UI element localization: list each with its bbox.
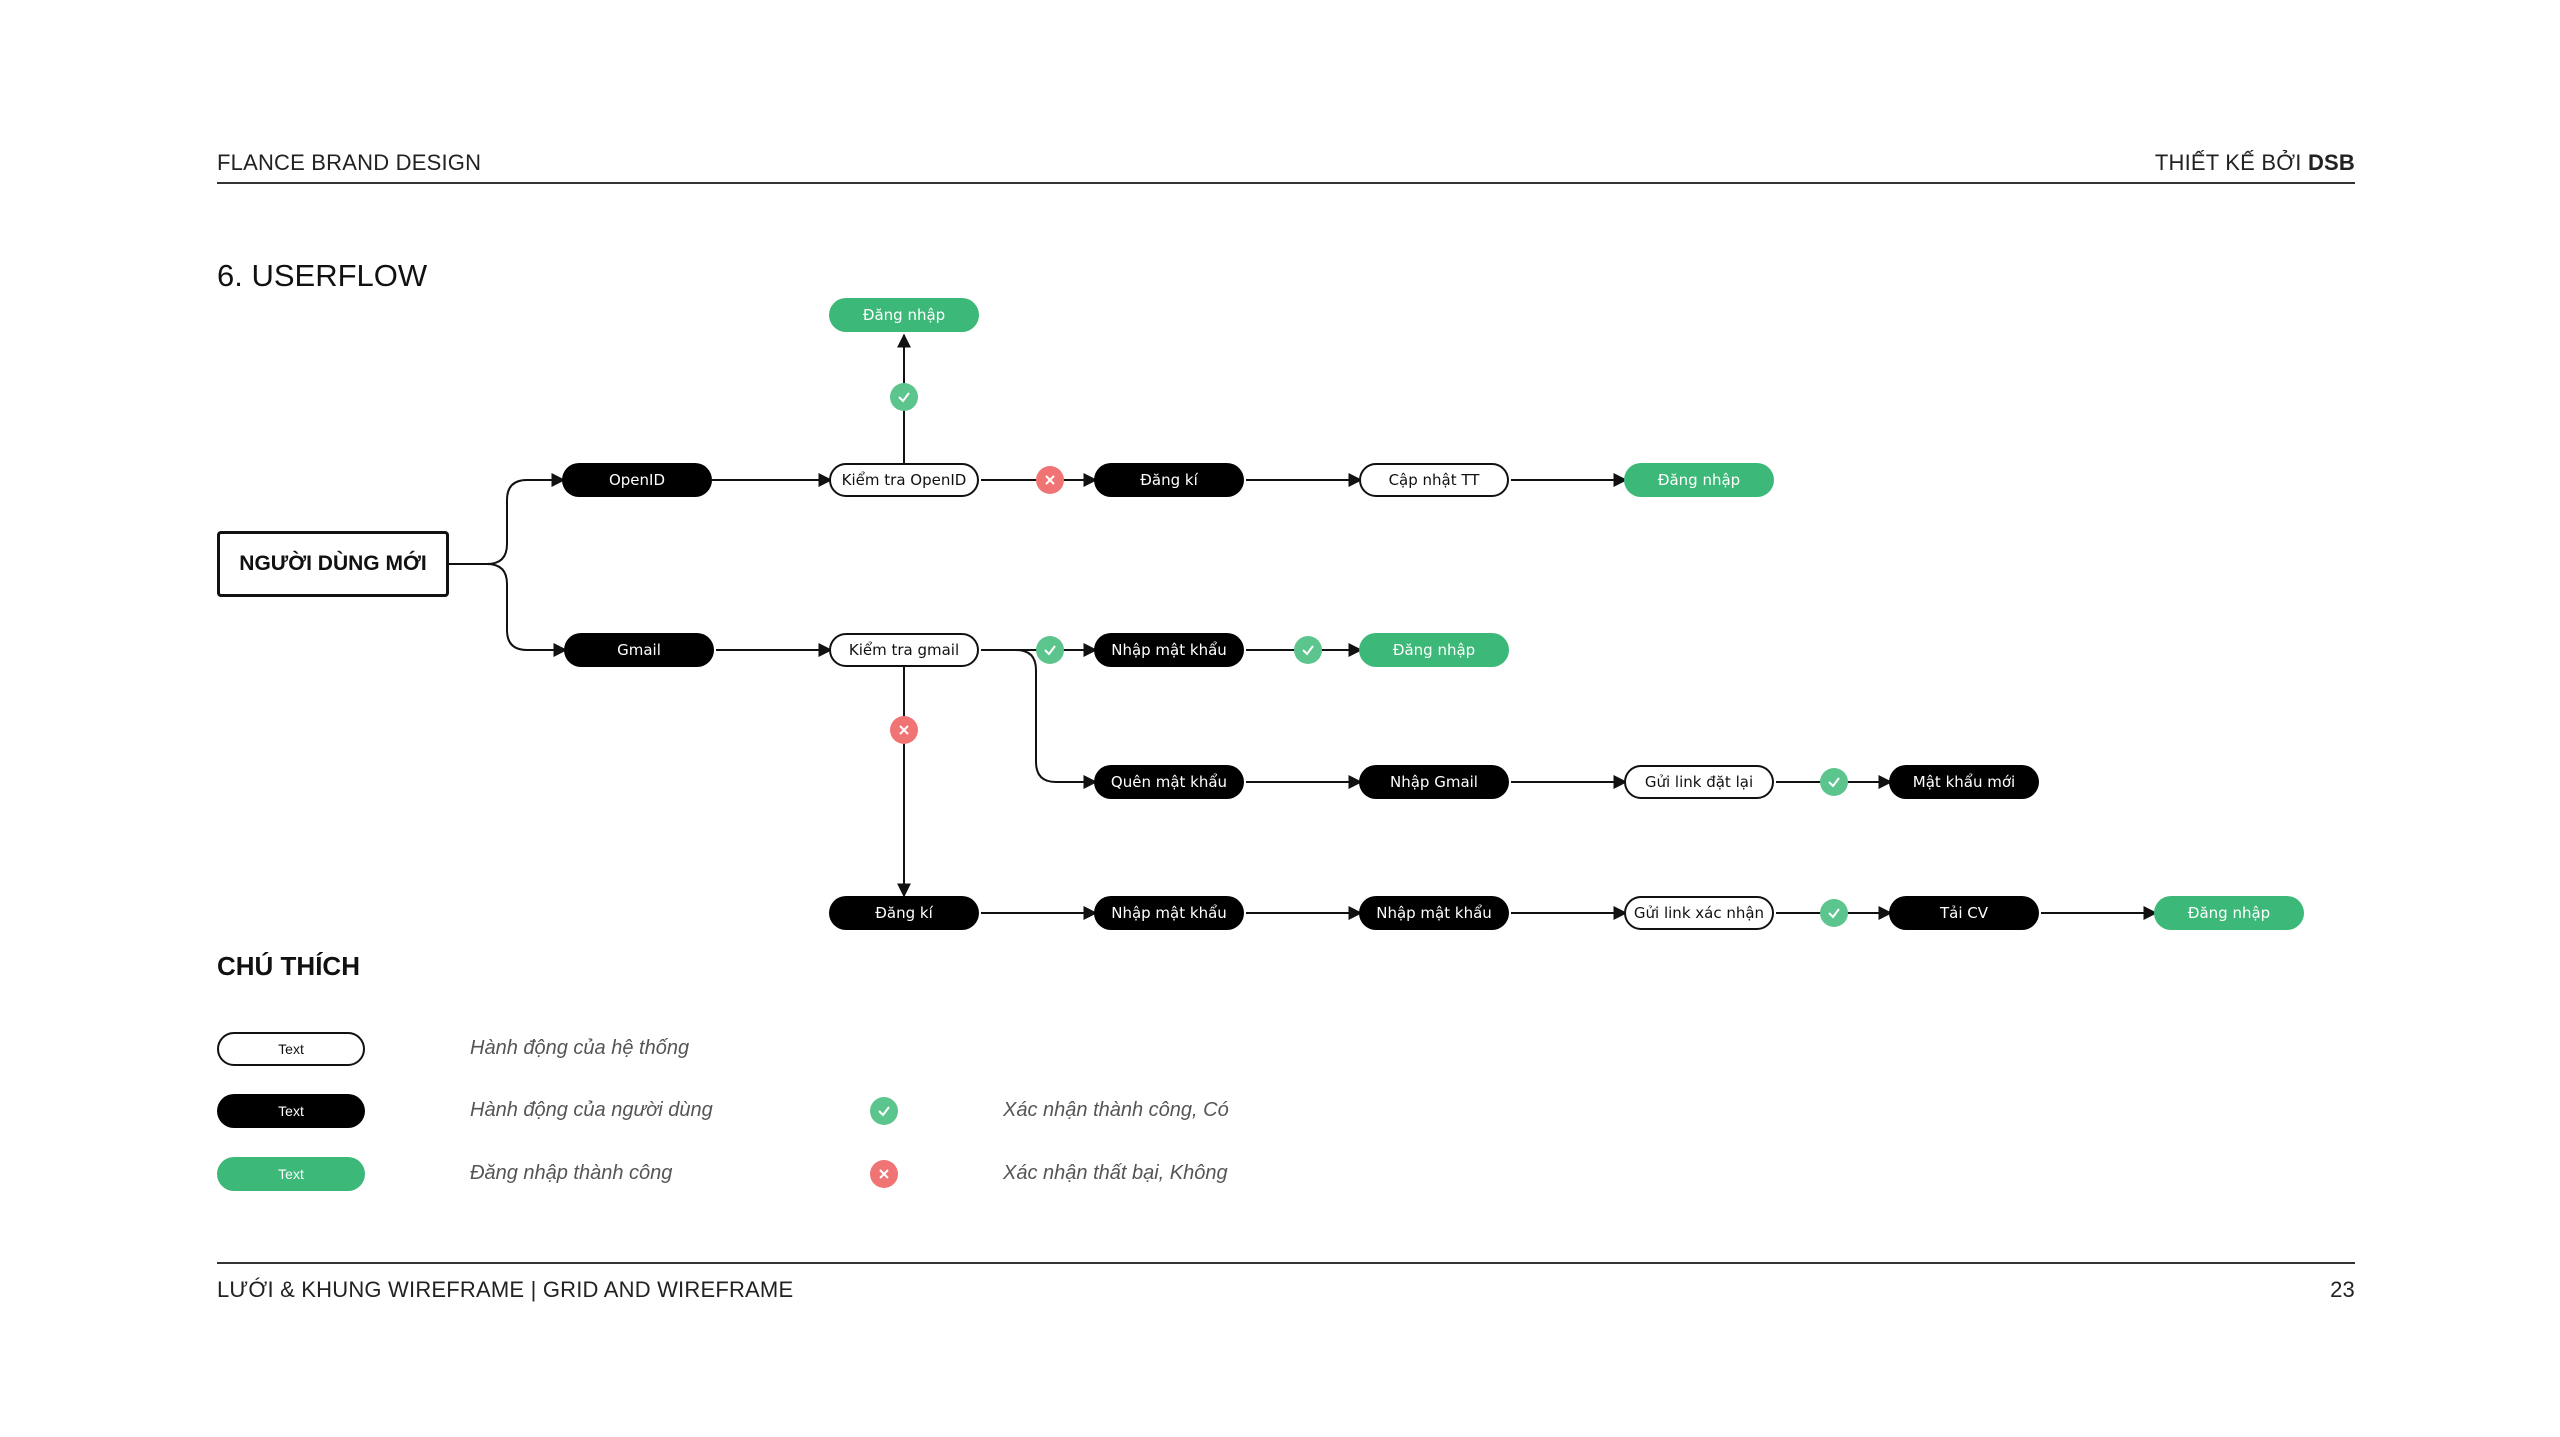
node-gmail: Gmail (564, 633, 714, 667)
footer-section-label: LƯỚI & KHUNG WIREFRAME | GRID AND WIREFR… (217, 1277, 794, 1302)
node-enter-gmail: Nhập Gmail (1359, 765, 1509, 799)
cross-icon (870, 1160, 898, 1188)
new-user-node: NGƯỜI DÙNG MỚI (217, 531, 449, 597)
cross-icon (1036, 466, 1064, 494)
node-login-row1: Đăng nhập (1624, 463, 1774, 497)
legend-confirm-success-label: Xác nhận thành công, Có (1003, 1099, 1229, 1121)
node-upload-cv: Tải CV (1889, 896, 2039, 930)
legend-user-pill: Text (217, 1094, 365, 1128)
check-icon (1820, 768, 1848, 796)
legend-system-pill: Text (217, 1032, 365, 1066)
node-new-password: Mật khẩu mới (1889, 765, 2039, 799)
check-icon (890, 383, 918, 411)
node-enter-password-2: Nhập mật khẩu (1094, 896, 1244, 930)
legend-title: CHÚ THÍCH (217, 951, 360, 981)
check-icon (870, 1097, 898, 1125)
legend-confirm-fail-label: Xác nhận thất bại, Không (1003, 1162, 1228, 1184)
node-forgot-password: Quên mật khẩu (1094, 765, 1244, 799)
footer-divider (217, 1262, 2355, 1264)
node-check-gmail: Kiểm tra gmail (829, 633, 979, 667)
header-designer: THIẾT KẾ BỞI DSB (2155, 150, 2355, 176)
node-login-top: Đăng nhập (829, 298, 979, 332)
legend-user-label: Hành động của người dùng (470, 1099, 713, 1121)
node-enter-password-3: Nhập mật khẩu (1359, 896, 1509, 930)
cross-icon (890, 716, 918, 744)
node-register-1: Đăng kí (1094, 463, 1244, 497)
node-register-2: Đăng kí (829, 896, 979, 930)
check-icon (1820, 899, 1848, 927)
node-login-row4: Đăng nhập (2154, 896, 2304, 930)
legend-system-label: Hành động của hệ thống (470, 1037, 690, 1059)
header-designer-name: DSB (2307, 150, 2355, 175)
header-designer-prefix: THIẾT KẾ BỞI (2154, 150, 2308, 175)
header-divider (217, 182, 2355, 184)
legend-success-label: Đăng nhập thành công (470, 1162, 673, 1184)
legend-success-pill: Text (217, 1157, 365, 1191)
node-login-row2: Đăng nhập (1359, 633, 1509, 667)
node-openid: OpenID (562, 463, 712, 497)
header-brand: FLANCE BRAND DESIGN (217, 150, 482, 175)
check-icon (1294, 636, 1322, 664)
node-update-info: Cập nhật TT (1359, 463, 1509, 497)
section-title: 6. USERFLOW (217, 258, 428, 293)
check-icon (1036, 636, 1064, 664)
node-enter-password-1: Nhập mật khẩu (1094, 633, 1244, 667)
page-number: 23 (2330, 1277, 2355, 1302)
node-check-openid: Kiểm tra OpenID (829, 463, 979, 497)
node-send-reset-link: Gửi link đặt lại (1624, 765, 1774, 799)
node-send-confirm-link: Gửi link xác nhận (1624, 896, 1774, 930)
